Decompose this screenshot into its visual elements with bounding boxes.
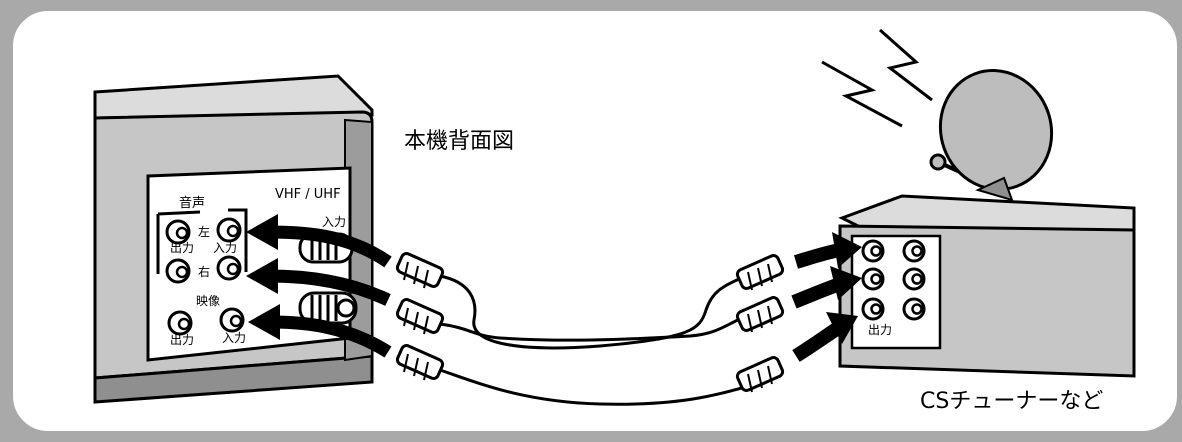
signal-arrows — [246, 214, 862, 362]
video-output-label: 出力 — [170, 333, 194, 347]
arrow-audio-right — [269, 269, 391, 306]
right-channel-label: 右 — [198, 264, 210, 279]
arrow-tuner-2-head — [830, 266, 862, 300]
cs-tuner-label: CSチューナーなど — [920, 389, 1103, 414]
video-label: 映像 — [196, 294, 220, 308]
cs-tuner-device: 出力 — [838, 194, 1136, 378]
video-output-jack — [167, 310, 193, 336]
tuner-audio-left-jack — [861, 239, 885, 263]
tuner-video-jack — [861, 297, 885, 321]
arrow-video-head — [248, 304, 280, 340]
rca-plug-right-2 — [735, 296, 785, 333]
rca-plug-left-3 — [395, 344, 445, 381]
audio-bracket — [156, 208, 248, 274]
rca-plug-left-1 — [395, 252, 445, 289]
satellite-dish-icon — [929, 69, 1054, 202]
recorder-base — [93, 354, 374, 404]
tuner-jack-2-2 — [902, 267, 926, 291]
antenna-input-label: 入力 — [322, 215, 346, 229]
arrow-audio-right-head — [246, 258, 278, 294]
vhf-uhf-label: VHF / UHF — [275, 187, 341, 202]
video-cable — [439, 368, 781, 406]
arrow-tuner-1-head — [832, 232, 862, 268]
tuner-audio-right-jack — [861, 267, 885, 291]
rca-plug-right-1 — [735, 254, 785, 291]
left-channel-label: 左 — [198, 224, 210, 239]
video-input-jack — [219, 307, 245, 333]
recorder-top — [93, 74, 374, 120]
arrow-tuner-3 — [792, 322, 842, 362]
rca-plug-right-3 — [735, 356, 785, 393]
audio-output-label: 出力 — [170, 241, 194, 255]
audio-right-cable — [439, 314, 747, 342]
audio-label: 音声 — [179, 195, 205, 211]
audio-input-right-jack — [216, 255, 242, 281]
audio-left-cable — [439, 274, 747, 350]
av-cables — [439, 274, 781, 406]
arrow-audio-left-head — [246, 214, 278, 250]
audio-input-label: 入力 — [213, 241, 237, 255]
audio-input-left-jack — [216, 217, 242, 243]
rca-plug-left-2 — [395, 298, 445, 335]
audio-output-left-jack — [165, 219, 191, 245]
recorder-rear-label: 本機背面図 — [404, 129, 514, 154]
arrow-audio-left — [269, 225, 392, 268]
audio-output-right-jack — [165, 258, 191, 284]
tuner-jack-2-1 — [902, 239, 926, 263]
video-input-label: 入力 — [222, 331, 246, 345]
arrow-video — [271, 315, 392, 358]
tuner-output-label: 出力 — [868, 323, 892, 337]
signal-lightning-icon — [821, 28, 933, 128]
arrow-tuner-3-head — [826, 312, 858, 344]
tuner-jack-2-3 — [902, 297, 926, 321]
